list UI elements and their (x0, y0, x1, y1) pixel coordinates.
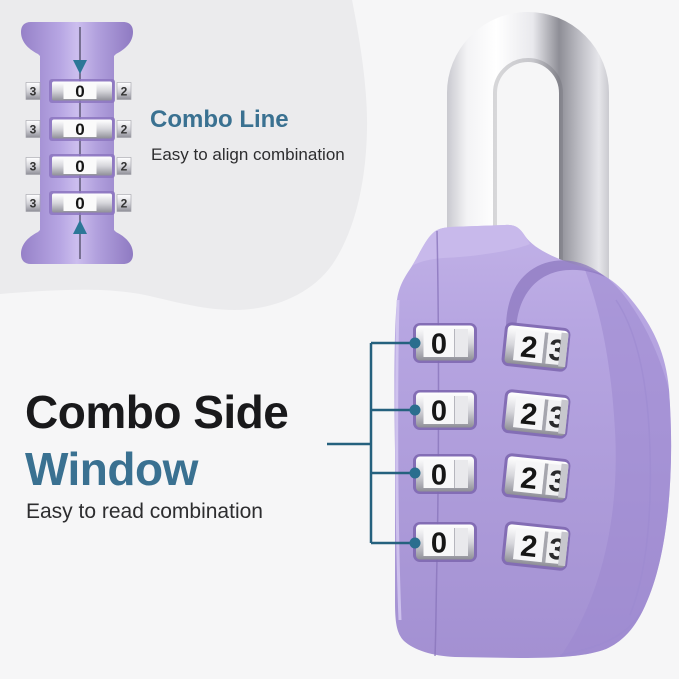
dial-window (423, 396, 455, 424)
front-digit: 0 (431, 329, 447, 361)
callout-dot (409, 467, 421, 479)
callout-dot (409, 337, 421, 349)
dial-band-blank (454, 528, 468, 556)
left-side-tab (25, 194, 41, 212)
side-dial-window: 2 3 (501, 389, 571, 439)
right-side-tab (116, 82, 132, 100)
dial-window (63, 158, 97, 174)
callout-bracket (327, 341, 411, 545)
side-partial-digit: 3 (547, 333, 567, 368)
title-line-blue: Window (25, 443, 198, 495)
up-arrow-icon (73, 220, 87, 234)
combo-line-subtitle: Easy to align combination (151, 145, 345, 164)
front-dial-window: 0 (413, 454, 477, 494)
side-digit: 2 (519, 529, 539, 564)
dial-band-blank (454, 329, 468, 357)
band-edge (558, 531, 569, 567)
dial-window (63, 83, 97, 99)
right-tab-digit: 2 (121, 123, 128, 137)
left-tab-digit: 3 (30, 85, 37, 99)
side-partial-digit: 3 (547, 464, 567, 499)
callout-dot (409, 404, 421, 416)
inset-dial-row: 3 2 0 (25, 191, 132, 215)
right-tab-digit: 2 (121, 85, 128, 99)
band-separator (541, 463, 549, 495)
dial-window-partial (545, 531, 562, 564)
inset-dial-row: 3 2 0 (25, 117, 132, 141)
band-edge (558, 399, 569, 435)
body-side-facet (560, 270, 672, 657)
down-arrow-icon (73, 60, 87, 74)
dial-window-partial (545, 463, 562, 496)
shackle-inner-shade (493, 58, 563, 285)
body-right-facet-line (615, 299, 652, 616)
dial-window (512, 460, 546, 495)
side-digit: 2 (519, 397, 539, 432)
side-digit: 2 (519, 330, 539, 365)
front-digit: 0 (431, 460, 447, 492)
right-side-tab (116, 194, 132, 212)
padlock: 0 0 0 (394, 12, 672, 658)
band-separator (541, 332, 549, 364)
dial-window-partial (545, 399, 562, 432)
dial-digit: 0 (75, 194, 84, 213)
combo-line-title: Combo Line (150, 106, 289, 133)
body-seam-line (434, 230, 440, 657)
dial-window (63, 195, 97, 211)
front-dial-window: 0 (413, 323, 477, 363)
inset-dial-row: 3 2 0 (25, 79, 132, 103)
title-line-dark: Combo Side (25, 386, 289, 438)
callout-dot (409, 537, 421, 549)
left-tab-digit: 3 (30, 160, 37, 174)
padlock-shackle (447, 12, 609, 295)
dial-window (423, 460, 455, 488)
band-edge (558, 332, 569, 368)
right-side-tab (116, 157, 132, 175)
dial-band-blank (454, 460, 468, 488)
band-separator (541, 531, 549, 563)
front-digit: 0 (431, 396, 447, 428)
body-left-edge-highlight (395, 299, 402, 621)
right-tab-digit: 2 (121, 197, 128, 211)
left-side-tab (25, 120, 41, 138)
dial-digit: 0 (75, 157, 84, 176)
combo-side-subtitle: Easy to read combination (26, 500, 263, 523)
left-side-tab (25, 82, 41, 100)
front-dial-window: 0 (413, 522, 477, 562)
right-side-tab (116, 120, 132, 138)
dial-window (512, 329, 546, 364)
inset-dial-row: 3 2 0 (25, 154, 132, 178)
front-dial-window: 0 (413, 390, 477, 430)
left-tab-digit: 3 (30, 197, 37, 211)
side-dial-window: 2 3 (501, 521, 571, 571)
right-tab-digit: 2 (121, 160, 128, 174)
dial-band-blank (454, 396, 468, 424)
dial-window (512, 396, 546, 431)
left-tab-digit: 3 (30, 123, 37, 137)
band-separator (541, 399, 549, 431)
dial-window (512, 528, 546, 563)
dial-digit: 0 (75, 120, 84, 139)
left-side-tab (25, 157, 41, 175)
inset-lock-illustration: 3 2 0 3 2 0 3 2 (21, 22, 133, 264)
side-partial-digit: 3 (547, 400, 567, 435)
dial-window-partial (545, 332, 562, 365)
side-partial-digit: 3 (547, 532, 567, 567)
side-dial-window: 2 3 (501, 453, 571, 503)
shackle-entry-groove (505, 260, 605, 332)
dial-digit: 0 (75, 82, 84, 101)
side-digit: 2 (519, 461, 539, 496)
callout-dots (409, 337, 421, 549)
combo-side-window-title: Combo Side Window (25, 384, 289, 498)
side-dial-window: 2 3 (501, 322, 571, 372)
front-digit: 0 (431, 528, 447, 560)
body-bottom-bevel-line (559, 611, 642, 656)
band-edge (558, 463, 569, 499)
dial-window (423, 528, 455, 556)
dial-window (423, 329, 455, 357)
body-top-highlight (412, 224, 530, 266)
dial-window (63, 121, 97, 137)
